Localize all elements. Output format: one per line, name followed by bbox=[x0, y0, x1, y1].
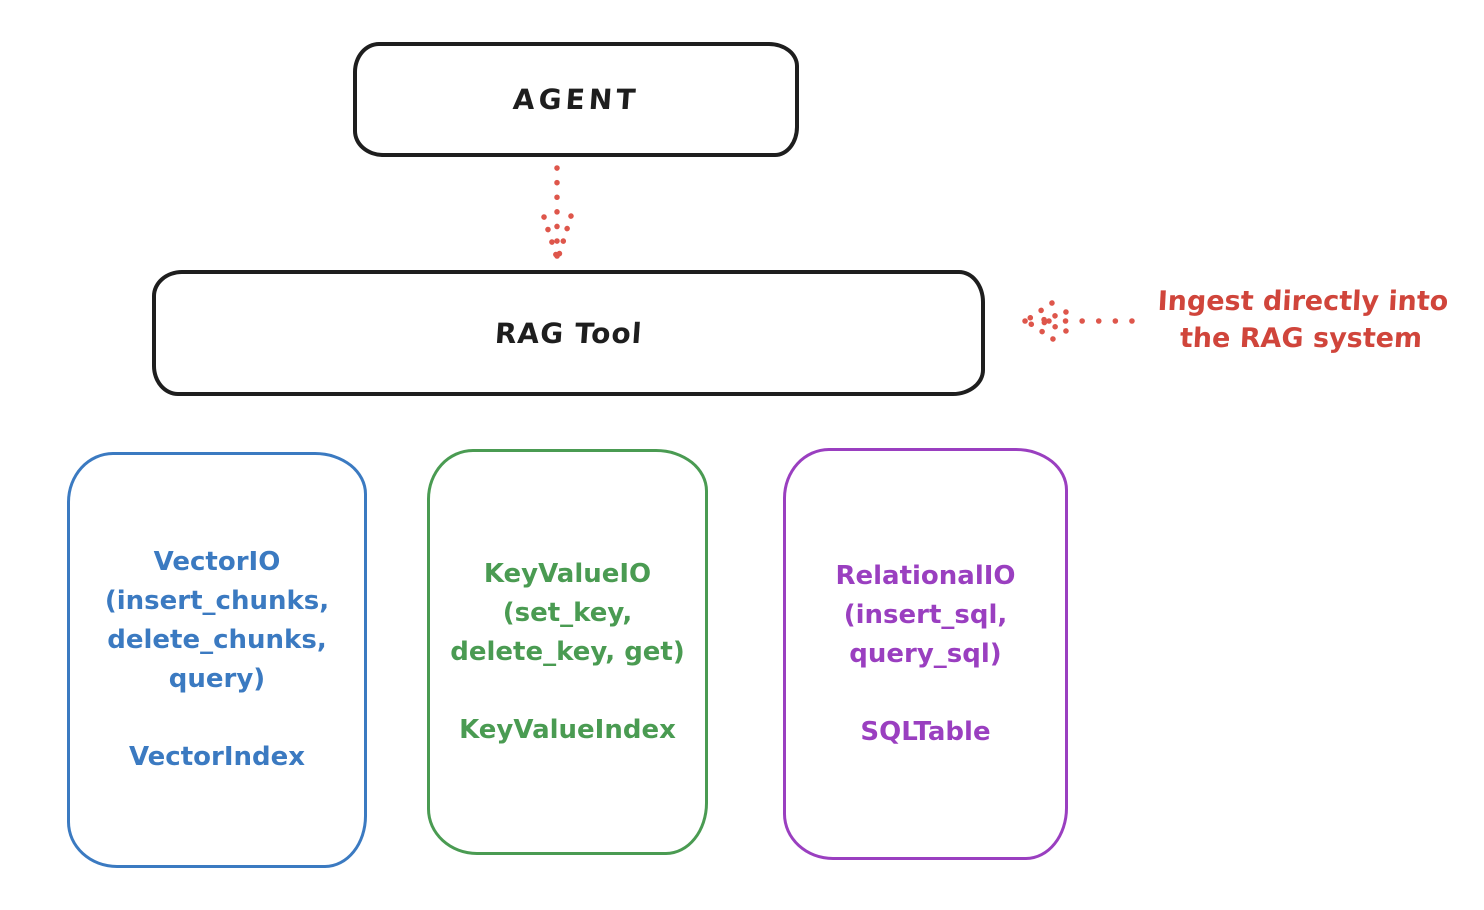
relational-io-node: RelationalIO (insert_sql, query_sql) SQL… bbox=[783, 448, 1068, 860]
vector-io-node: VectorIO (insert_chunks, delete_chunks, … bbox=[67, 452, 367, 868]
ingest-annotation-line1: Ingest directly into bbox=[1156, 286, 1450, 317]
agent-node-label: AGENT bbox=[511, 83, 641, 116]
sqltable-label: SQLTable bbox=[860, 716, 991, 747]
keyvalue-io-params-line2: delete_key, get) bbox=[450, 636, 685, 667]
ingest-annotation-line2: the RAG system bbox=[1179, 323, 1423, 354]
keyvalue-io-params-line1: (set_key, bbox=[502, 597, 633, 628]
ingest-annotation-arrow bbox=[1022, 300, 1135, 342]
keyvalue-io-title: KeyValueIO bbox=[483, 558, 652, 589]
keyvalue-io-node: KeyValueIO (set_key, delete_key, get) Ke… bbox=[427, 449, 708, 855]
ingest-annotation: Ingest directly into the RAG system bbox=[1128, 283, 1476, 357]
vector-io-title: VectorIO bbox=[153, 547, 281, 577]
vector-index-label: VectorIndex bbox=[128, 742, 306, 772]
rag-tool-node-label: RAG Tool bbox=[493, 316, 644, 350]
vector-io-params-line1: (insert_chunks, bbox=[104, 586, 330, 616]
relational-io-params-line2: query_sql) bbox=[849, 638, 1002, 669]
relational-io-title: RelationalIO bbox=[835, 560, 1016, 591]
agent-node: AGENT bbox=[353, 42, 799, 157]
vector-io-params-line3: query) bbox=[168, 664, 266, 694]
keyvalue-index-label: KeyValueIndex bbox=[459, 714, 676, 745]
rag-tool-node: RAG Tool bbox=[152, 270, 985, 396]
agent-to-ragtool-arrow bbox=[541, 165, 574, 259]
relational-io-params-line1: (insert_sql, bbox=[843, 599, 1008, 630]
vector-io-params-line2: delete_chunks, bbox=[107, 625, 327, 655]
